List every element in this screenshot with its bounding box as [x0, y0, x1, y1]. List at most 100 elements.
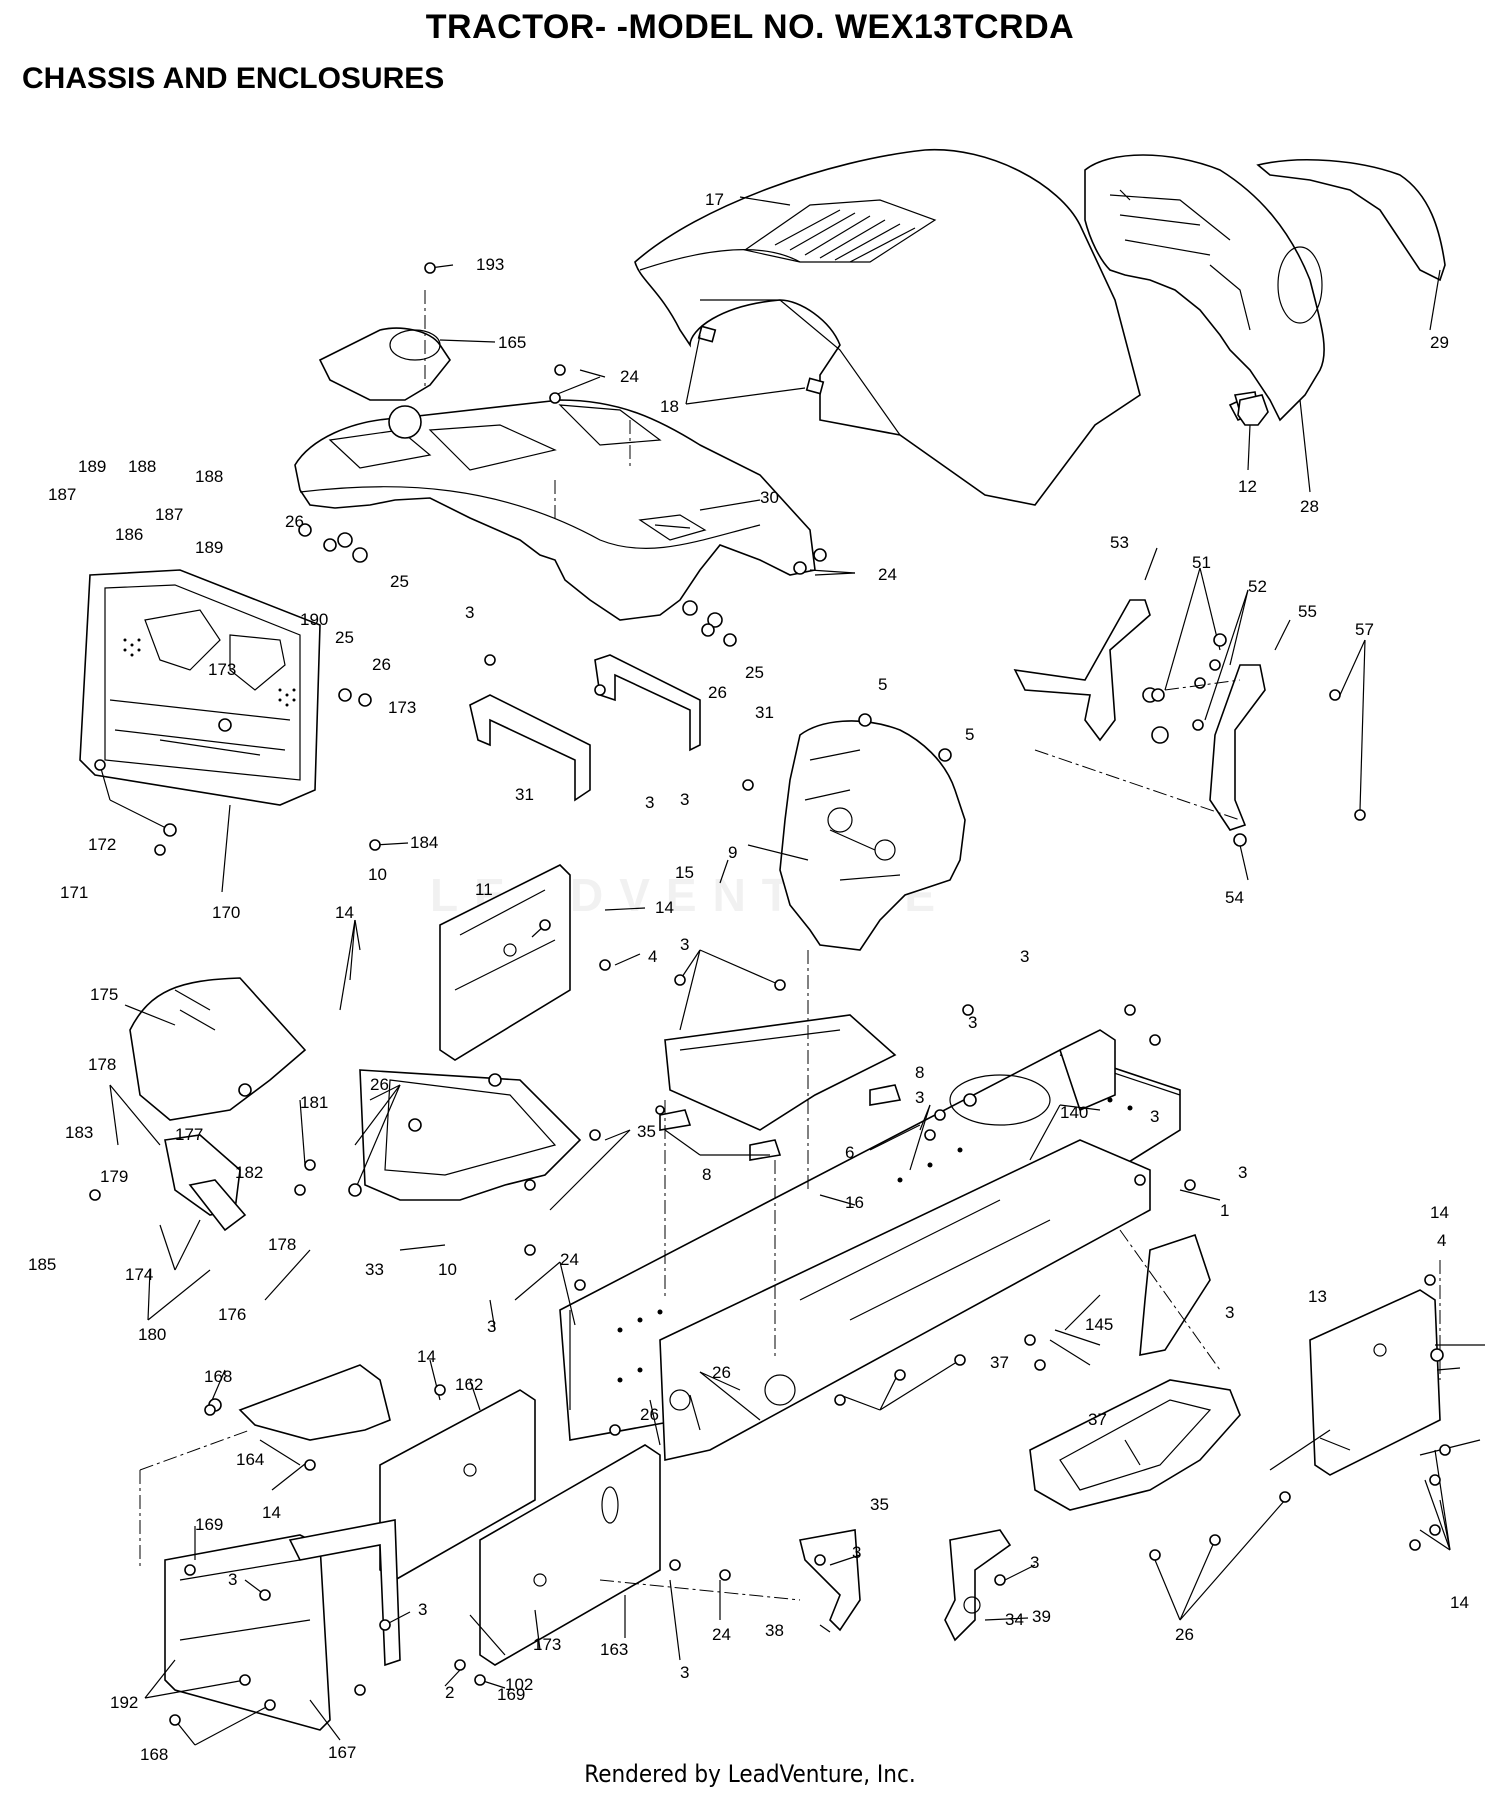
callout: 3 [465, 603, 474, 622]
callout: 3 [1225, 1303, 1234, 1322]
callout: 38 [765, 1621, 784, 1640]
callout: 180 [138, 1325, 166, 1344]
callout: 170 [212, 903, 240, 922]
callout: 3 [487, 1317, 496, 1336]
callout: 24 [560, 1250, 579, 1269]
front-frame-163 [479, 1444, 661, 1666]
footrest-33 [359, 1069, 582, 1201]
callout: 186 [115, 525, 143, 544]
callout: 14 [335, 903, 354, 922]
callout: 187 [48, 485, 76, 504]
plate-6 [664, 1014, 897, 1131]
callout: 26 [372, 655, 391, 674]
vent-dots [123, 638, 296, 707]
callout: 28 [1300, 497, 1319, 516]
callout: 14 [1450, 1593, 1469, 1612]
callout: 13 [1308, 1287, 1327, 1306]
callout: 51 [1192, 553, 1211, 572]
callout: 169 [497, 1685, 525, 1704]
pedal-174 [164, 1134, 247, 1232]
callout: 26 [708, 683, 727, 702]
callout: 165 [498, 333, 526, 352]
callout: 35 [870, 1495, 889, 1514]
section-subtitle: CHASSIS AND ENCLOSURES [22, 62, 445, 95]
callout: 9 [728, 843, 737, 862]
callout: 3 [418, 1600, 427, 1619]
callout: 171 [60, 883, 88, 902]
callout: 52 [1248, 577, 1267, 596]
callout: 14 [655, 898, 674, 917]
callout: 10 [438, 1260, 457, 1279]
callout: 3 [968, 1013, 977, 1032]
callout: 1 [1220, 1201, 1229, 1220]
hood-part [634, 148, 1141, 506]
callout: 140 [1060, 1103, 1088, 1122]
tank-support-9 [779, 720, 966, 951]
callout: 5 [878, 675, 887, 694]
callout: 184 [410, 833, 438, 852]
callout: 12 [1238, 477, 1257, 496]
side-panel-11 [439, 864, 571, 1061]
clip-12 [1237, 394, 1269, 426]
side-panel-13 [1309, 1289, 1441, 1476]
callout: 30 [760, 488, 779, 507]
callout: 188 [128, 457, 156, 476]
callout: 167 [328, 1743, 356, 1762]
callout: 8 [915, 1063, 924, 1082]
callout: 14 [417, 1347, 436, 1366]
callout: 187 [155, 505, 183, 524]
callout: 168 [140, 1745, 168, 1764]
callout: 5 [965, 725, 974, 744]
callout: 35 [637, 1122, 656, 1141]
bracket-164 [238, 1364, 391, 1441]
callout: 3 [1020, 947, 1029, 966]
callout: 17 [705, 190, 724, 209]
callout: 145 [1085, 1315, 1113, 1334]
callout: 25 [390, 572, 409, 591]
callout: 169 [195, 1515, 223, 1534]
callout: 31 [755, 703, 774, 722]
callout: 3 [1030, 1553, 1039, 1572]
callout: 14 [1430, 1203, 1449, 1222]
callout: 3 [228, 1570, 237, 1589]
callout: 6 [845, 1143, 854, 1162]
callout: 37 [990, 1353, 1009, 1372]
callout: 33 [365, 1260, 384, 1279]
callout: 3 [680, 790, 689, 809]
callout: 175 [90, 985, 118, 1004]
front-panel-part [79, 569, 321, 806]
callout: 14 [262, 1503, 281, 1522]
callout: 37 [1088, 1410, 1107, 1429]
callout: 189 [195, 538, 223, 557]
callout: 2 [445, 1683, 454, 1702]
callout: 3 [645, 793, 654, 812]
main-frame-1 [559, 1029, 1181, 1461]
callout: 189 [78, 457, 106, 476]
grille-part [1084, 154, 1446, 422]
callout: 39 [1032, 1607, 1051, 1626]
callout-labels: 17 193 165 24 18 29 12 28 189 188 187 18… [28, 190, 1469, 1764]
shroud-175 [129, 977, 307, 1121]
callout: 173 [208, 660, 236, 679]
bracket-right-frame [1139, 1233, 1211, 1356]
callout: 3 [680, 1663, 689, 1682]
callout: 3 [1238, 1163, 1247, 1182]
callout: 102 [505, 1675, 533, 1694]
footrest-34 [1029, 1379, 1241, 1511]
callout: 31 [515, 785, 534, 804]
callout: 26 [1175, 1625, 1194, 1644]
bracket-39 [944, 1529, 1012, 1642]
front-frame-162 [379, 1389, 536, 1581]
callout: 11 [475, 880, 493, 899]
footer-credit: Rendered by LeadVenture, Inc. [584, 1760, 916, 1788]
callout: 3 [1150, 1107, 1159, 1126]
fasteners [89, 262, 1451, 1726]
callout: 26 [285, 512, 304, 531]
callout: 185 [28, 1255, 56, 1274]
callout: 172 [88, 835, 116, 854]
callout: 26 [640, 1405, 659, 1424]
callout: 24 [878, 565, 897, 584]
assembly-lines [139, 290, 1441, 1601]
callout: 24 [712, 1625, 731, 1644]
